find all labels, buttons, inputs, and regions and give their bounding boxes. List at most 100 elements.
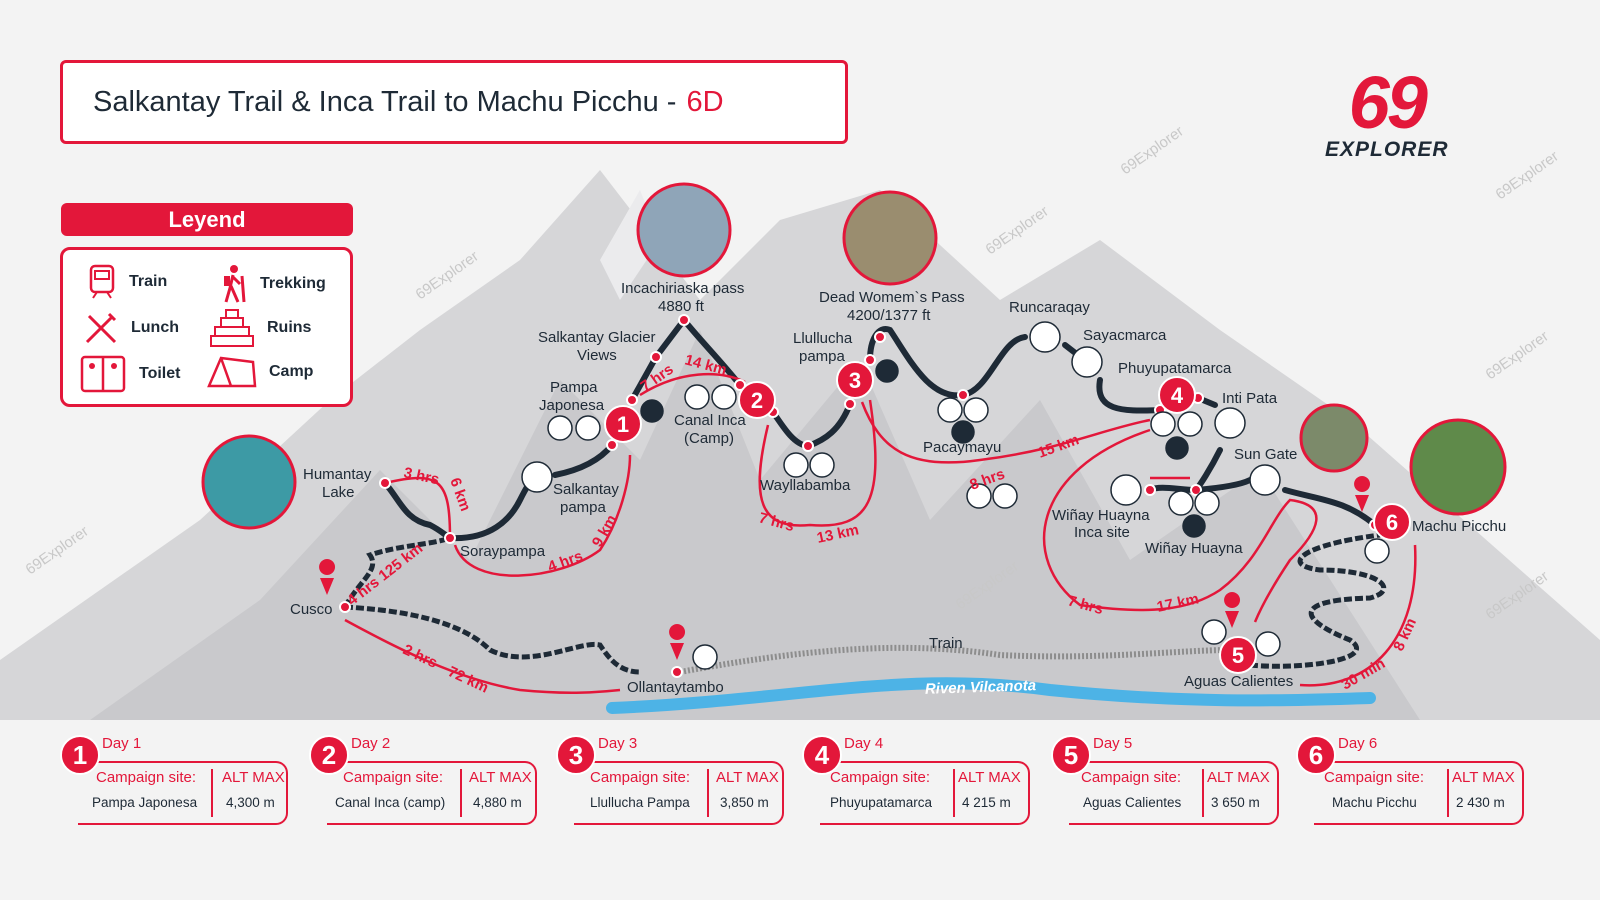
toilet-icon	[1177, 411, 1203, 437]
day-card-1: 1 Day 1 Campaign site: ALT MAX Pampa Jap…	[60, 735, 290, 827]
svg-text:Salkantay: Salkantay	[553, 481, 619, 498]
campaign-site-label: Campaign site:	[343, 769, 444, 786]
svg-text:Views: Views	[577, 347, 617, 364]
svg-text:1: 1	[617, 412, 629, 437]
pin-icon	[669, 624, 686, 660]
svg-text:4200/1377 ft: 4200/1377 ft	[847, 307, 931, 324]
day-label: Day 3	[598, 735, 638, 752]
day-label: Day 5	[1093, 735, 1133, 752]
legend-label: Train	[129, 273, 168, 290]
camp-icon	[640, 399, 664, 423]
svg-text:Pampa: Pampa	[550, 379, 598, 396]
alt-max-value: 4,880 m	[473, 795, 522, 810]
svg-text:Wayllabamba: Wayllabamba	[760, 477, 851, 494]
svg-text:5: 5	[1232, 643, 1244, 668]
day-marker-3: 3	[836, 361, 874, 399]
svg-text:Soraypampa: Soraypampa	[460, 543, 546, 560]
alt-max-label: ALT MAX	[958, 769, 1021, 786]
toilet-icon	[575, 415, 601, 441]
day-badge: 4	[802, 735, 842, 775]
legend-item-train: Train	[87, 264, 167, 300]
place-labels: Cusco Humantay Lake Soraypampa Salkantay…	[290, 280, 1506, 696]
photo-machu-picchu	[1409, 418, 1507, 516]
bus-icon	[1255, 631, 1281, 657]
svg-text:Ollantaytambo: Ollantaytambo	[627, 679, 724, 696]
toilet-icon	[1194, 490, 1220, 516]
day-label: Day 6	[1338, 735, 1378, 752]
svg-text:Inti Pata: Inti Pata	[1222, 390, 1278, 407]
day-label: Day 1	[102, 735, 142, 752]
location-pins	[319, 476, 1371, 660]
svg-text:Salkantay Glacier: Salkantay Glacier	[538, 329, 656, 346]
pin-icon	[1224, 592, 1241, 628]
title-text: Salkantay Trail & Inca Trail to Machu Pi…	[93, 85, 677, 118]
svg-text:Runcaraqay: Runcaraqay	[1009, 299, 1090, 316]
camp-icon	[1182, 514, 1206, 538]
legend-label: Lunch	[131, 319, 179, 336]
alt-max-value: 4,300 m	[226, 795, 275, 810]
svg-text:Humantay: Humantay	[303, 466, 372, 483]
day-label: Day 2	[351, 735, 391, 752]
lunch-icon	[966, 483, 992, 509]
camp-icon	[207, 356, 257, 388]
svg-text:pampa: pampa	[799, 348, 846, 365]
svg-text:69Explorer: 69Explorer	[1118, 123, 1187, 179]
waypoint-dots	[339, 314, 1381, 678]
trekking-icon	[224, 265, 246, 303]
svg-text:Train: Train	[929, 635, 963, 652]
ruins-icon	[210, 309, 254, 347]
day-badge: 2	[309, 735, 349, 775]
lunch-icon	[547, 415, 573, 441]
svg-text:pampa: pampa	[560, 499, 607, 516]
day-marker-4: 4	[1158, 376, 1196, 414]
svg-text:Cusco: Cusco	[290, 601, 333, 618]
svg-text:Sayacmarca: Sayacmarca	[1083, 327, 1167, 344]
legend-label: Ruins	[267, 319, 312, 336]
lunch-icon	[85, 312, 117, 344]
amenity-icons	[521, 321, 1390, 670]
logo-number: 69	[1348, 61, 1428, 144]
road-cusco-ollantaytambo	[342, 535, 641, 675]
day-label: Day 4	[844, 735, 884, 752]
svg-text:3: 3	[849, 368, 861, 393]
photo-humantay-lake	[201, 434, 297, 530]
photos	[201, 182, 1507, 530]
day-card-6: 6 Day 6 Campaign site: ALT MAX Machu Pic…	[1296, 735, 1526, 827]
day-card-4: 4 Day 4 Campaign site: ALT MAX Phuyupata…	[802, 735, 1032, 827]
ruins-icon	[1249, 464, 1281, 496]
campaign-site-value: Canal Inca (camp)	[335, 795, 446, 810]
svg-text:Canal Inca: Canal Inca	[674, 412, 746, 429]
alt-max-label: ALT MAX	[1207, 769, 1270, 786]
day-badge: 5	[1051, 735, 1091, 775]
alt-max-value: 4 215 m	[962, 795, 1011, 810]
distance-arrows	[344, 373, 1417, 694]
svg-text:Phuyupatamarca: Phuyupatamarca	[1118, 360, 1232, 377]
page-title: Salkantay Trail & Inca Trail to Machu Pi…	[60, 60, 848, 144]
legend-label: Toilet	[139, 365, 181, 382]
svg-text:4: 4	[1171, 383, 1184, 408]
train-icon	[89, 264, 115, 299]
svg-text:4880 ft: 4880 ft	[658, 298, 705, 315]
river-label: Riven Vilcanota	[925, 677, 1037, 698]
lunch-icon	[783, 452, 809, 478]
svg-text:6: 6	[1386, 510, 1398, 535]
campaign-site-value: Phuyupatamarca	[830, 795, 933, 810]
svg-text:Wiñay Huayna: Wiñay Huayna	[1145, 540, 1243, 557]
svg-text:Aguas Calientes: Aguas Calientes	[1184, 673, 1293, 690]
svg-text:Dead Womem`s Pass: Dead Womem`s Pass	[819, 289, 965, 306]
toilet-icon	[80, 355, 126, 393]
legend-label: Camp	[269, 363, 314, 380]
camp-icon	[875, 359, 899, 383]
camp-icon	[1165, 436, 1189, 460]
day-marker-2: 2	[738, 381, 776, 419]
day-markers: 1 2 3 4 5 6	[604, 361, 1411, 674]
brand-logo: 69 EXPLORER	[1325, 61, 1449, 162]
svg-text:69Explorer: 69Explorer	[983, 203, 1052, 259]
train-icon	[1201, 619, 1227, 645]
lunch-icon	[937, 397, 963, 423]
day-badge: 3	[556, 735, 596, 775]
lunch-icon	[1150, 411, 1176, 437]
day-card-2: 2 Day 2 Campaign site: ALT MAX Canal Inc…	[309, 735, 539, 827]
title-duration: 6D	[686, 85, 724, 118]
legend-title: Leyend	[61, 203, 353, 236]
